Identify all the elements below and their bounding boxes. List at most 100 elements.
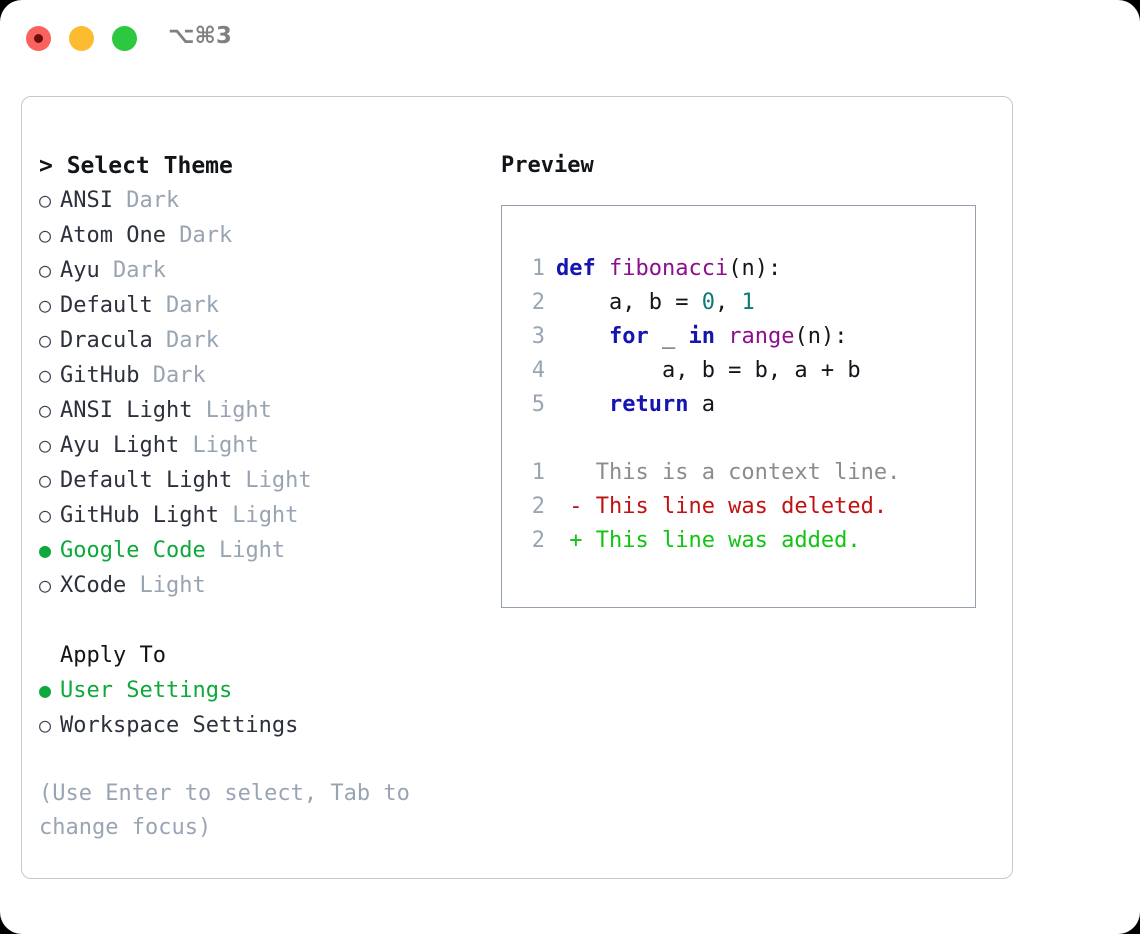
- theme-option-label: Atom One: [60, 223, 166, 248]
- theme-variant-badge: Dark: [152, 293, 219, 318]
- code-line-number: 1: [531, 256, 545, 281]
- theme-option-label: GitHub: [60, 363, 140, 388]
- code-token-pln: a, b = b, a + b: [556, 358, 861, 383]
- code-line: 4 a, b = b, a + b: [521, 354, 975, 388]
- theme-option-default-light[interactable]: ○Default Light Light: [39, 463, 489, 498]
- theme-variant-badge: Dark: [152, 328, 219, 353]
- radio-unselected-icon: ○: [39, 713, 52, 737]
- radio-unselected-icon: ○: [39, 503, 52, 527]
- diff-sample: 1 This is a context line. 2 - This line w…: [521, 456, 975, 558]
- radio-unselected-icon: ○: [39, 328, 52, 352]
- code-token-kw: in: [688, 324, 715, 349]
- theme-variant-badge: Light: [179, 433, 259, 458]
- theme-variant-badge: Dark: [165, 223, 233, 248]
- theme-option-label: XCode: [60, 573, 127, 598]
- theme-option-label: ANSI: [60, 188, 113, 213]
- code-token-pln: (n):: [728, 256, 782, 281]
- theme-variant-badge: Light: [218, 503, 299, 528]
- code-token-pln: (n):: [794, 324, 848, 349]
- minimize-button[interactable]: [69, 26, 94, 51]
- diff-line-number: 1: [531, 460, 545, 485]
- code-line-number: 4: [531, 358, 545, 383]
- theme-option-label: Default: [60, 293, 153, 318]
- radio-unselected-icon: ○: [39, 293, 52, 317]
- theme-option-github[interactable]: ○GitHub Dark: [39, 358, 489, 393]
- diff-line-add: 2 + This line was added.: [521, 524, 975, 558]
- apply-to-option-workspace-settings[interactable]: ○ Workspace Settings: [39, 708, 489, 743]
- code-line: 3 for _ in range(n):: [521, 320, 975, 354]
- code-token-kw: def: [556, 256, 609, 281]
- theme-variant-badge: Dark: [112, 188, 180, 213]
- code-token-kw: for: [608, 324, 649, 349]
- code-token-num: 0: [701, 290, 715, 315]
- theme-option-atom-one[interactable]: ○Atom One Dark: [39, 218, 489, 253]
- apply-to-option-user-settings[interactable]: ● User Settings: [39, 673, 489, 708]
- apply-to-option-label: User Settings: [60, 678, 233, 703]
- code-line: 2 a, b = 0, 1: [521, 286, 975, 320]
- theme-option-xcode[interactable]: ○ XCode Light: [39, 568, 489, 603]
- theme-option-ansi-light[interactable]: ○ ANSI Light Light: [39, 393, 489, 428]
- section-spacer: [39, 603, 489, 639]
- code-token-pln: a, b =: [556, 290, 702, 315]
- theme-option-label: Default Light: [60, 468, 233, 493]
- diff-line-text: - This line was deleted.: [556, 494, 888, 519]
- preview-title: Preview: [501, 153, 594, 178]
- theme-list-column: > Select Theme ○ANSI Dark○Atom One Dark○…: [39, 149, 489, 845]
- code-line-number: 3: [531, 324, 545, 349]
- page-title: > Select Theme: [39, 153, 233, 179]
- code-spacer: [521, 422, 975, 456]
- code-token-pln: ,: [714, 290, 742, 315]
- radio-selected-icon: ●: [39, 678, 52, 702]
- diff-line-number: 2: [531, 528, 545, 553]
- theme-option-ayu[interactable]: ○Ayu Dark: [39, 253, 489, 288]
- diff-line-text: + This line was added.: [556, 528, 861, 553]
- zoom-button[interactable]: [112, 26, 137, 51]
- code-token-kw: return: [608, 392, 689, 417]
- theme-option-list: ○ANSI Dark○Atom One Dark○Ayu Dark○Defaul…: [39, 183, 489, 603]
- diff-line-number: 2: [531, 494, 545, 519]
- theme-option-label: GitHub Light: [60, 503, 219, 528]
- code-line: 5 return a: [521, 388, 975, 422]
- apply-to-option-label: Workspace Settings: [60, 713, 299, 738]
- theme-option-default[interactable]: ○ Default Dark: [39, 288, 489, 323]
- radio-unselected-icon: ○: [39, 363, 52, 387]
- theme-variant-badge: Dark: [99, 258, 166, 283]
- code-token-pln: a: [688, 392, 715, 417]
- diff-line-del: 2 - This line was deleted.: [521, 490, 975, 524]
- radio-unselected-icon: ○: [39, 188, 52, 212]
- theme-option-label: Dracula: [60, 328, 153, 353]
- radio-unselected-icon: ○: [39, 258, 52, 282]
- theme-variant-badge: Light: [205, 538, 286, 563]
- theme-option-label: Google Code: [60, 538, 206, 563]
- close-button[interactable]: [26, 26, 51, 51]
- radio-unselected-icon: ○: [39, 573, 52, 597]
- theme-variant-badge: Light: [126, 573, 206, 598]
- radio-unselected-icon: ○: [39, 398, 52, 422]
- theme-option-label: Ayu Light: [60, 433, 180, 458]
- theme-option-label: ANSI Light: [60, 398, 193, 423]
- theme-variant-badge: Light: [192, 398, 272, 423]
- theme-option-ansi[interactable]: ○ ANSI Dark: [39, 183, 489, 218]
- theme-option-ayu-light[interactable]: ○ Ayu Light Light: [39, 428, 489, 463]
- code-token-pln: [715, 324, 728, 349]
- theme-selector-panel: > Select Theme ○ANSI Dark○Atom One Dark○…: [21, 96, 1013, 879]
- code-token-fn: range: [728, 324, 795, 349]
- theme-option-github-light[interactable]: ○ GitHub Light Light: [39, 498, 489, 533]
- radio-unselected-icon: ○: [39, 433, 52, 457]
- code-token-pln: _: [648, 324, 689, 349]
- apply-to-option-list: ● User Settings ○ Workspace Settings: [39, 673, 489, 743]
- keyboard-shortcut-label: ⌥⌘3: [168, 23, 232, 49]
- theme-variant-badge: Light: [232, 468, 312, 493]
- theme-option-google-code[interactable]: ●Google Code Light: [39, 533, 489, 568]
- code-token-pln: [556, 392, 609, 417]
- apply-to-title: Apply To: [60, 643, 166, 668]
- theme-option-dracula[interactable]: ○ Dracula Dark: [39, 323, 489, 358]
- code-token-pln: [556, 324, 609, 349]
- code-line-number: 5: [531, 392, 545, 417]
- diff-line-text: This is a context line.: [556, 460, 901, 485]
